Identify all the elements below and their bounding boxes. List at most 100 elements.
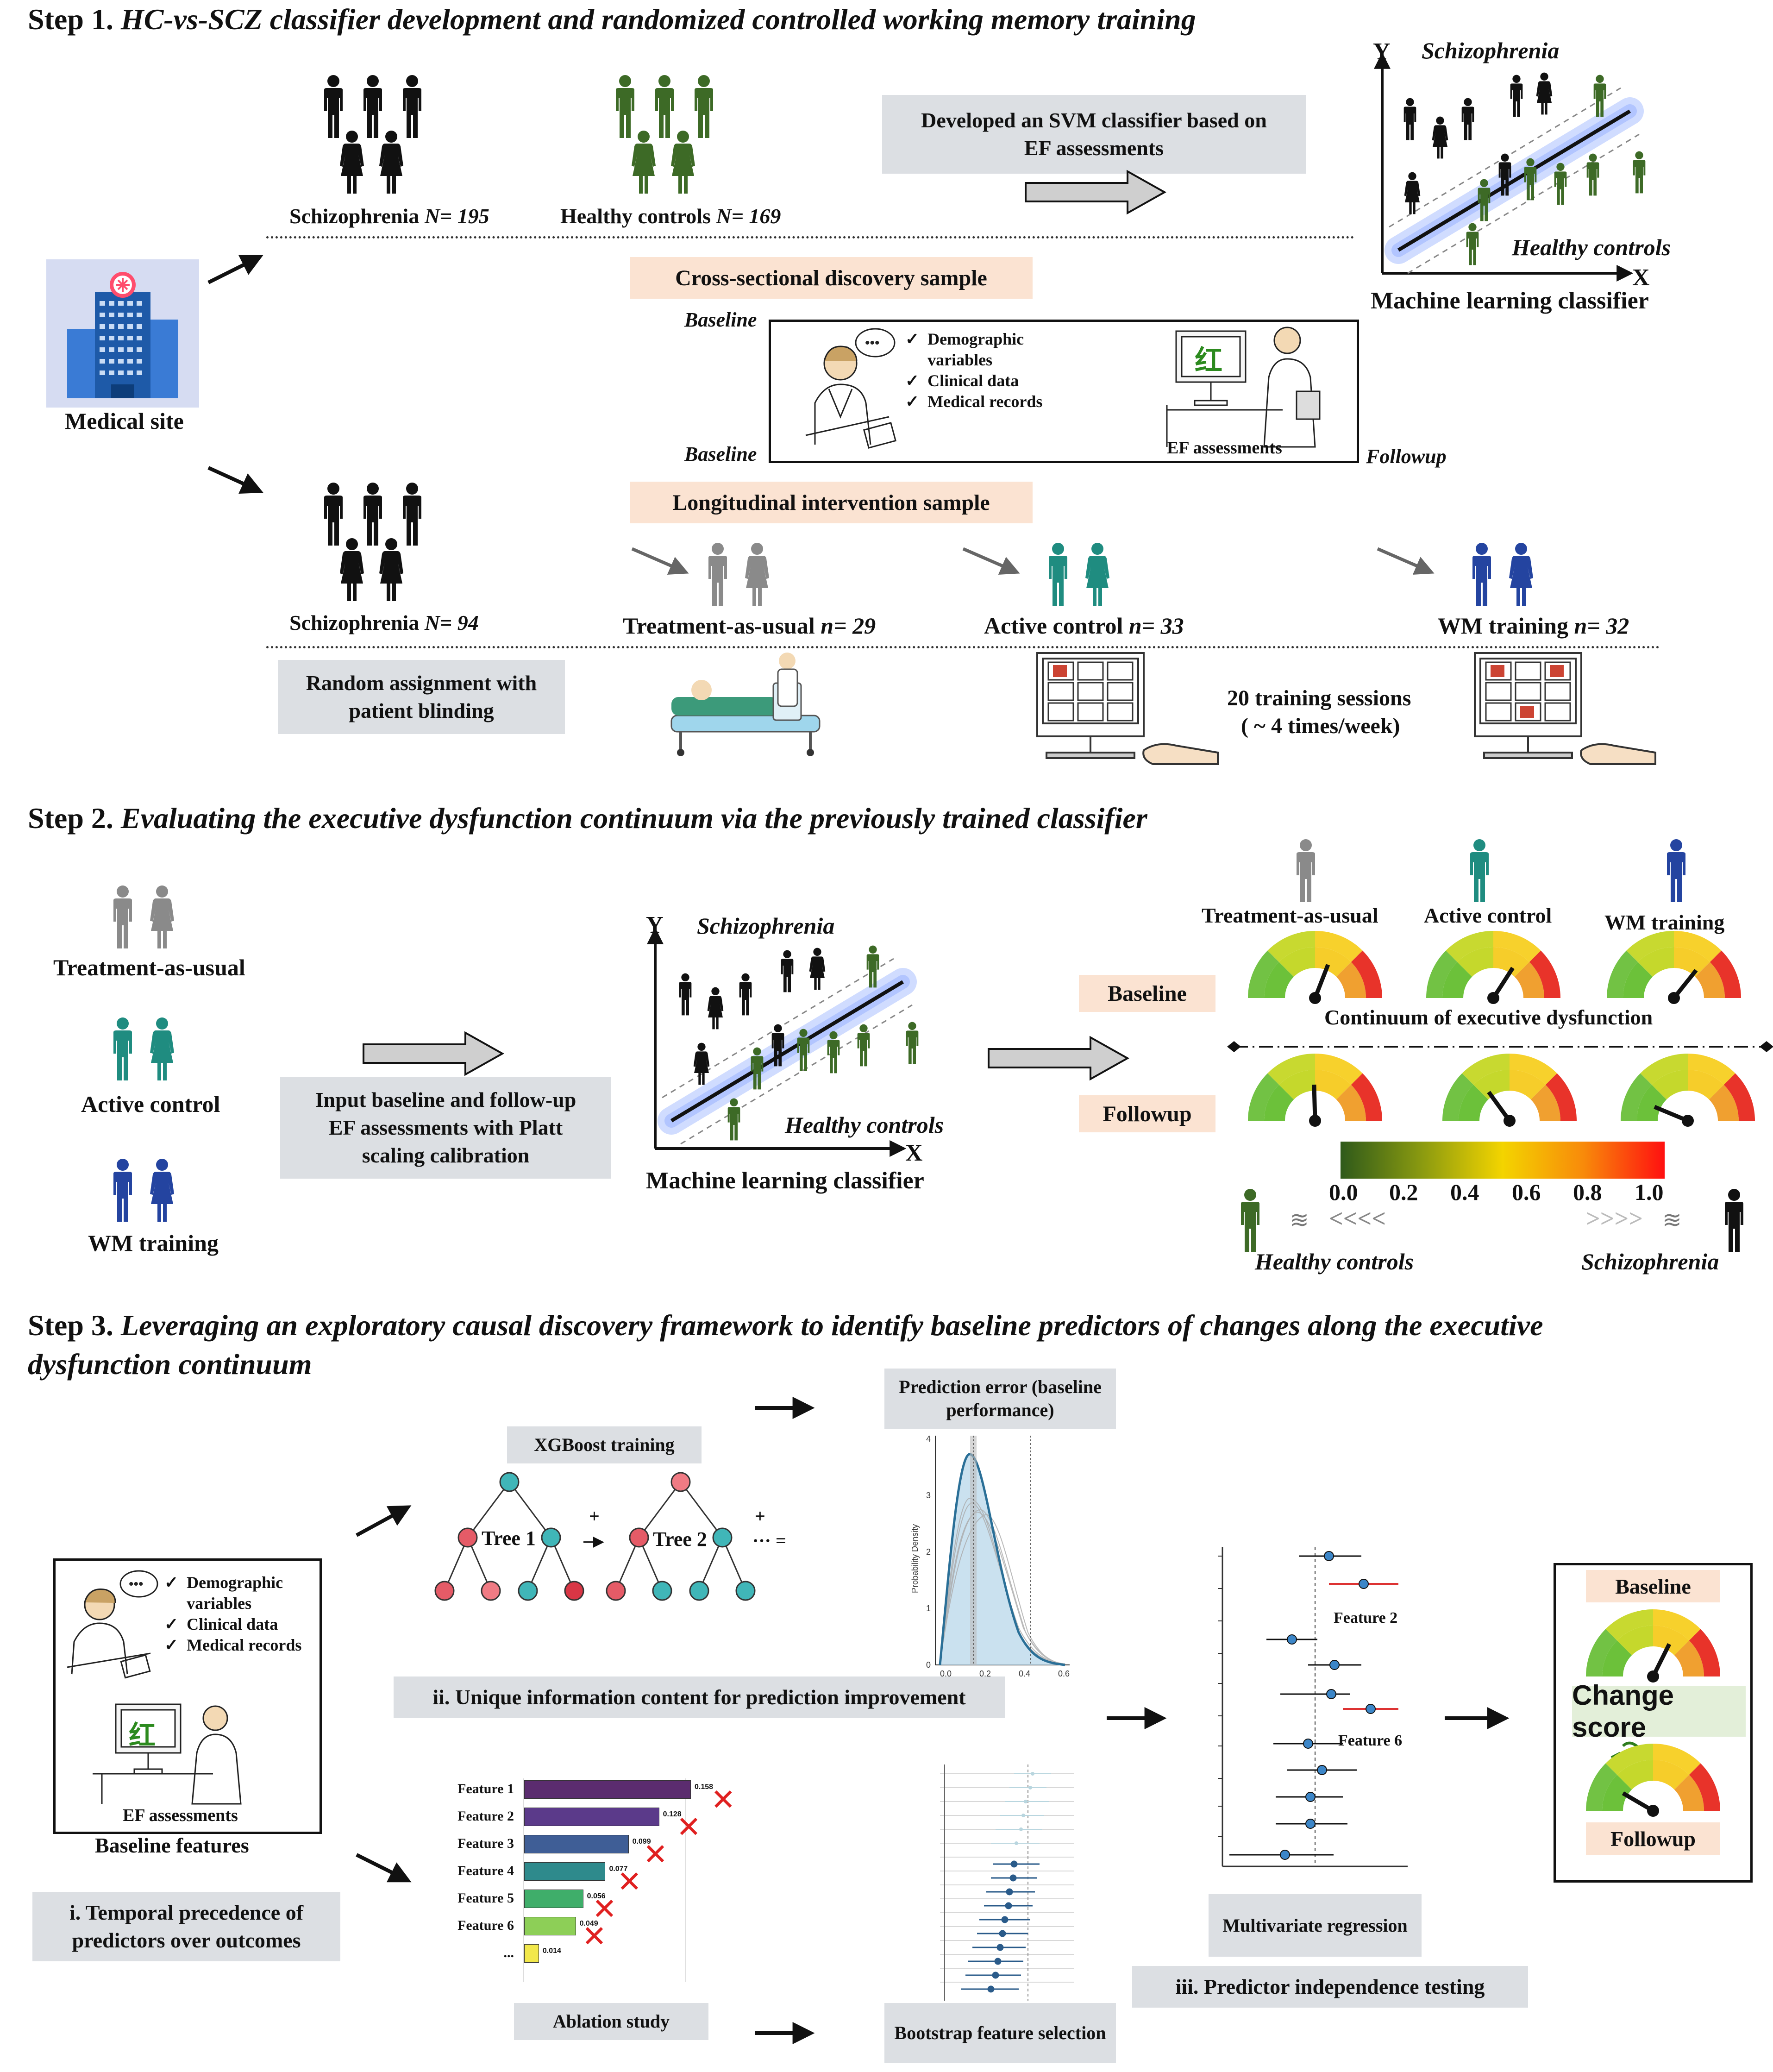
density-ytick: 1 (926, 1604, 931, 1613)
gauge-wm-baseline (1607, 931, 1741, 1004)
ablation-bar (524, 1944, 539, 1963)
tau-count-label: Treatment-as-usual n= 29 (623, 612, 876, 639)
step1-plot-y: Y (1373, 38, 1391, 65)
ablation-box: Ablation study (514, 2003, 708, 2040)
change-score-box: Change score (1572, 1680, 1746, 1743)
step2-plot-hc: Healthy controls (785, 1112, 944, 1138)
step1-plot-scz: Schizophrenia (1422, 38, 1560, 63)
gauge-wm-followup (1621, 1054, 1755, 1127)
hc-continuum-figure (1241, 1189, 1259, 1252)
scz-count-label: Schizophrenia N= 195 (289, 204, 489, 228)
ablation-value-label: 0.128 (663, 1810, 682, 1818)
step2-wm-figures (113, 1159, 174, 1222)
xgboost-box: XGBoost training (507, 1426, 702, 1463)
ablation-value-label: 0.056 (587, 1892, 606, 1900)
tau-figures (708, 543, 769, 606)
density-ytick: 4 (926, 1434, 931, 1444)
tree2-label: Tree 2 (653, 1528, 707, 1551)
step2-arrow-1 (363, 1031, 505, 1076)
svm-box: Developed an SVM classifier based on EF … (882, 95, 1306, 174)
feature2-label: Feature 2 (1334, 1609, 1398, 1626)
step2-arrow-2 (988, 1036, 1130, 1081)
step3-checklist: ✓ Demographic variables ✓ Clinical data … (164, 1572, 302, 1656)
svg-text:•••: ••• (865, 335, 880, 351)
wm-figures (1472, 543, 1533, 606)
assessment-frame (769, 320, 1359, 463)
removed-x-icon: ✕ (617, 1865, 642, 1899)
ablation-bar (524, 1808, 659, 1826)
input-box: Input baseline and follow-up EF assessme… (280, 1077, 611, 1179)
checklist-item: ✓ Medical records (905, 392, 1043, 411)
arrow-down-right (207, 466, 263, 494)
gauge-group-ac-figure (1470, 839, 1489, 902)
continuum-color-bar (1341, 1142, 1665, 1179)
step3-monitor-character: 红 (129, 1720, 156, 1751)
hospital-icon (46, 259, 199, 408)
plus-2: + (755, 1506, 765, 1526)
removed-x-icon: ✕ (711, 1783, 736, 1817)
removed-x-icon: ✕ (676, 1810, 702, 1845)
ac-n: n= 33 (1128, 613, 1184, 639)
wind-right-icon: ≋ (1662, 1207, 1682, 1233)
tau-arrow (631, 547, 689, 575)
tick-5: 1.0 (1635, 1179, 1664, 1205)
arrow-to-regression (1107, 1707, 1167, 1729)
change-gauge-followup (1586, 1741, 1720, 1817)
continuum-hc-label: Healthy controls (1255, 1249, 1414, 1275)
hc-count-label: Healthy controls N= 169 (560, 204, 781, 228)
ablation-value-label: 0.099 (632, 1838, 651, 1846)
ablation-gridline (685, 1778, 686, 1982)
svg-text:•••: ••• (129, 1576, 144, 1592)
baseline-box: Baseline (1079, 975, 1215, 1012)
training-monitor-1 (1036, 652, 1219, 765)
plus-1: + (589, 1506, 600, 1526)
frequency-label: ( ~ 4 times/week) (1241, 714, 1400, 738)
gauge-tau-followup (1248, 1054, 1382, 1127)
step2-prefix: Step 2. (28, 802, 113, 835)
sessions-label: 20 training sessions (1227, 686, 1411, 710)
ac-arrow (962, 547, 1020, 575)
change-score-frame (1554, 1563, 1753, 1883)
ablation-bar (524, 1917, 576, 1935)
change-baseline-box: Baseline (1586, 1570, 1720, 1602)
independence-box: iii. Predictor independence testing (1132, 1966, 1528, 2008)
arrow-up-right (207, 255, 263, 284)
step3-title-line1: Leveraging an exploratory causal discove… (120, 1309, 1543, 1342)
scz-figure-group-2 (324, 483, 421, 601)
ellipsis-equals: ··· = (752, 1530, 786, 1551)
scz2-count-label: Schizophrenia N= 94 (289, 610, 479, 635)
tick-4: 0.8 (1573, 1179, 1602, 1205)
step1-classifier-plot (1374, 52, 1646, 282)
step2-plot-y: Y (646, 912, 664, 938)
step1-plot-x: X (1632, 264, 1650, 291)
scz-n: N= 195 (424, 204, 489, 228)
s3-check-records: Medical records (187, 1636, 302, 1654)
tick-0: 0.0 (1329, 1179, 1358, 1205)
ac-label: Active control (984, 613, 1129, 639)
ablation-feature-label: Feature 2 (457, 1808, 514, 1824)
training-monitor-2 (1474, 652, 1656, 765)
density-ytick: 2 (926, 1547, 931, 1557)
ablation-feature-label: ... (503, 1945, 514, 1960)
ablation-value-label: 0.049 (579, 1920, 598, 1928)
scz-continuum-figure (1725, 1189, 1743, 1252)
density-plot: 0 1 2 3 4 0.0 0.2 0.4 0.6 Probability De… (910, 1434, 1070, 1678)
baseline-features-frame (53, 1558, 322, 1834)
tick-2: 0.4 (1450, 1179, 1479, 1205)
gauge-group-tau-figure (1297, 839, 1315, 902)
gauge-ac-followup (1442, 1054, 1577, 1127)
removed-x-icon: ✕ (592, 1892, 617, 1927)
cross-sectional-box: Cross-sectional discovery sample (630, 257, 1033, 299)
continuum-scz-label: Schizophrenia (1581, 1249, 1719, 1275)
s3-check-clinical: Clinical data (187, 1615, 278, 1633)
continuum-label: Continuum of executive dysfunction (1324, 1005, 1653, 1029)
density-xtick: 0.2 (979, 1669, 991, 1678)
step3-ef-icon (93, 1703, 242, 1805)
medical-site-label: Medical site (65, 408, 184, 434)
step2-title: Evaluating the executive dysfunction con… (120, 802, 1147, 835)
step3-ef-label: EF assessments (123, 1806, 238, 1825)
temporal-precedence-box: i. Temporal precedence of predictors ove… (32, 1892, 340, 1961)
checklist-item: ✓ Demographic variables (164, 1572, 302, 1614)
svm-block-arrow (1025, 170, 1167, 215)
